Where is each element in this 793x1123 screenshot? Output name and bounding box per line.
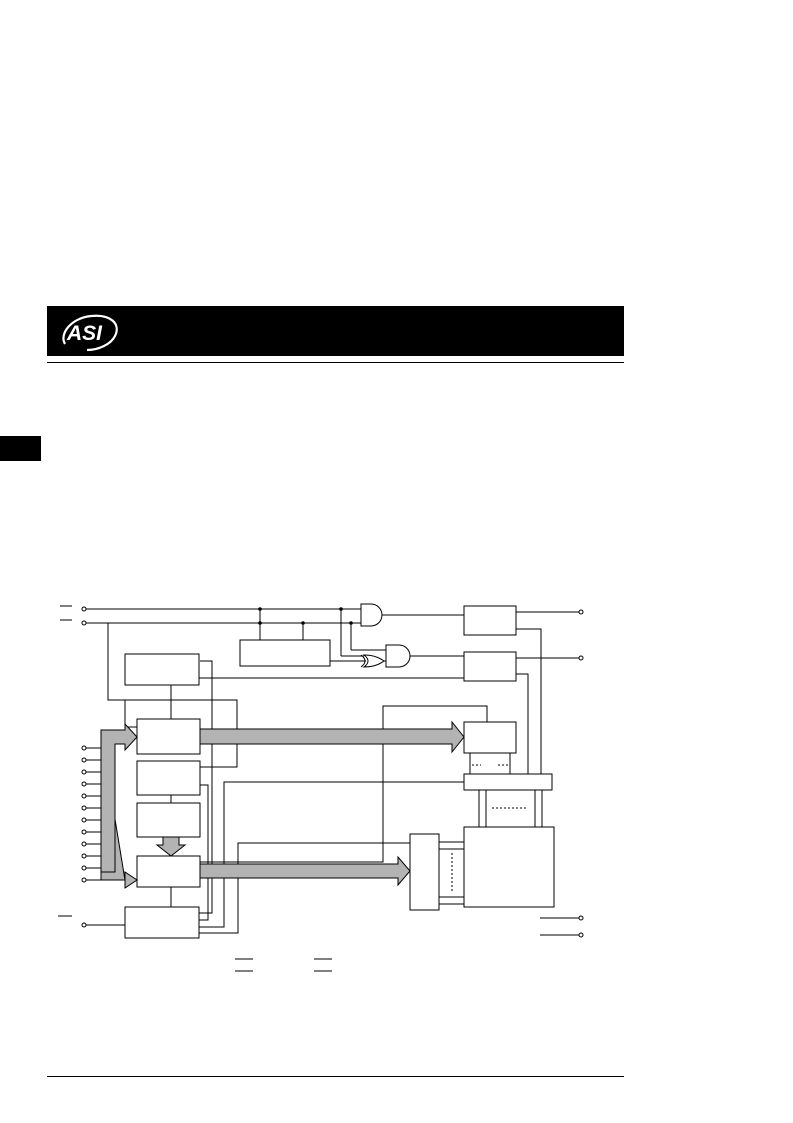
right-register <box>463 721 517 754</box>
multiplexer-bar <box>463 773 553 791</box>
feedback-loop <box>107 623 238 768</box>
control-block <box>124 906 200 939</box>
mid-left-block <box>136 802 201 838</box>
and-gate-upper <box>360 603 383 627</box>
address-register <box>136 718 201 755</box>
footer-rule <box>47 1076 624 1077</box>
data-bus <box>199 855 411 887</box>
data-register <box>136 855 201 888</box>
header-rule <box>47 362 624 363</box>
control-loop-3 <box>199 781 464 928</box>
logo-text: ASI <box>66 322 103 345</box>
column-io-block <box>409 833 440 911</box>
decoder-block <box>136 760 201 796</box>
asi-logo: ASI <box>62 314 118 352</box>
input-pins <box>81 745 101 883</box>
junction-1 <box>258 607 262 611</box>
output-pin-1 <box>578 609 584 615</box>
section-thumb-tab <box>0 436 41 461</box>
and-gate-lower <box>385 644 411 668</box>
gate-output-block-2 <box>463 651 517 682</box>
gate-output-block-1 <box>463 605 517 636</box>
control-input-pin <box>81 922 87 928</box>
junction-4 <box>339 607 343 611</box>
output-pin-2 <box>578 655 584 661</box>
memory-array <box>463 826 555 908</box>
or-gate <box>362 654 385 668</box>
control-pin-1 <box>81 606 87 612</box>
output-2-to-mux <box>516 673 529 774</box>
data-to-right-register <box>200 705 488 863</box>
bidir-pin-1 <box>578 915 584 921</box>
bidir-pin-2 <box>578 932 584 938</box>
junction-3 <box>258 621 262 625</box>
control-pin-2 <box>81 620 87 626</box>
control-loop-1 <box>199 660 213 914</box>
output-1-to-mux <box>516 628 542 774</box>
junction-2 <box>301 621 305 625</box>
feedback-branch <box>108 699 137 728</box>
address-bus <box>199 720 465 754</box>
control-loop-2 <box>199 784 209 921</box>
junction-5 <box>349 621 353 625</box>
top-left-register <box>124 653 200 686</box>
control-loop-4 <box>199 842 410 934</box>
upper-center-block <box>239 639 331 667</box>
vertical-data-bus <box>155 836 187 857</box>
header-banner: ASI <box>47 306 624 356</box>
left-bus-input <box>100 722 138 873</box>
